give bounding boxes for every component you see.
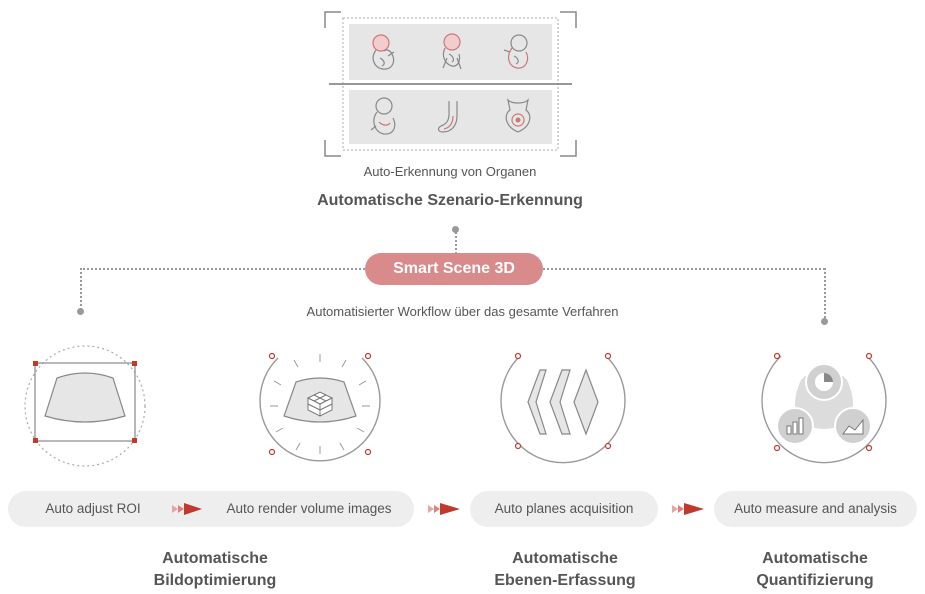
smart-scene-badge: Smart Scene 3D [365, 253, 543, 285]
step-auto-measure: Auto measure and analysis [714, 491, 917, 527]
fetus-icon [370, 97, 396, 135]
branch-dot-left [77, 308, 84, 315]
group-line-1: Automatische [512, 550, 618, 567]
connector-line [455, 232, 457, 254]
double-chevron-arrow-icon [672, 503, 704, 515]
scenario-title: Automatische Szenario-Erkennung [317, 192, 583, 209]
group-plane-acquisition: Automatische Ebenen-Erfassung [460, 548, 670, 592]
branch-drop-left [80, 268, 82, 310]
group-quantification: Automatische Quantifizierung [710, 548, 920, 592]
group-line-2: Bildoptimierung [153, 572, 277, 589]
branch-dot-right [821, 318, 828, 325]
branch-line-left [80, 268, 365, 270]
roi-icon [24, 345, 146, 467]
step-auto-render-volume: Auto render volume images [204, 491, 414, 527]
fetus-icon [372, 34, 395, 70]
cervix-icon [505, 98, 531, 133]
group-line-1: Automatische [162, 550, 268, 567]
step-auto-planes: Auto planes acquisition [470, 491, 658, 527]
fetus-icon [442, 33, 462, 70]
fetus-icon [503, 34, 529, 69]
connector-dot [452, 226, 459, 233]
organ-panel [323, 10, 578, 158]
volume-cube-icon [259, 352, 381, 462]
step-auto-adjust-roi: Auto adjust ROI [18, 491, 168, 527]
double-chevron-arrow-icon [428, 503, 460, 515]
group-line-2: Quantifizierung [756, 572, 874, 589]
branch-line-right [543, 268, 825, 270]
group-line-2: Ebenen-Erfassung [494, 572, 636, 589]
group-image-optimization: Automatische Bildoptimierung [110, 548, 320, 592]
workflow-subtitle: Automatisierter Workflow über das gesamt… [306, 304, 619, 319]
branch-drop-right [824, 268, 826, 318]
group-line-1: Automatische [762, 550, 868, 567]
organ-caption: Auto-Erkennung von Organen [363, 164, 537, 179]
analysis-icon [761, 352, 887, 464]
organ-panel-frame [324, 11, 577, 157]
planes-icon [500, 352, 626, 464]
double-chevron-arrow-icon [172, 503, 202, 515]
uterus-icon [437, 101, 458, 133]
